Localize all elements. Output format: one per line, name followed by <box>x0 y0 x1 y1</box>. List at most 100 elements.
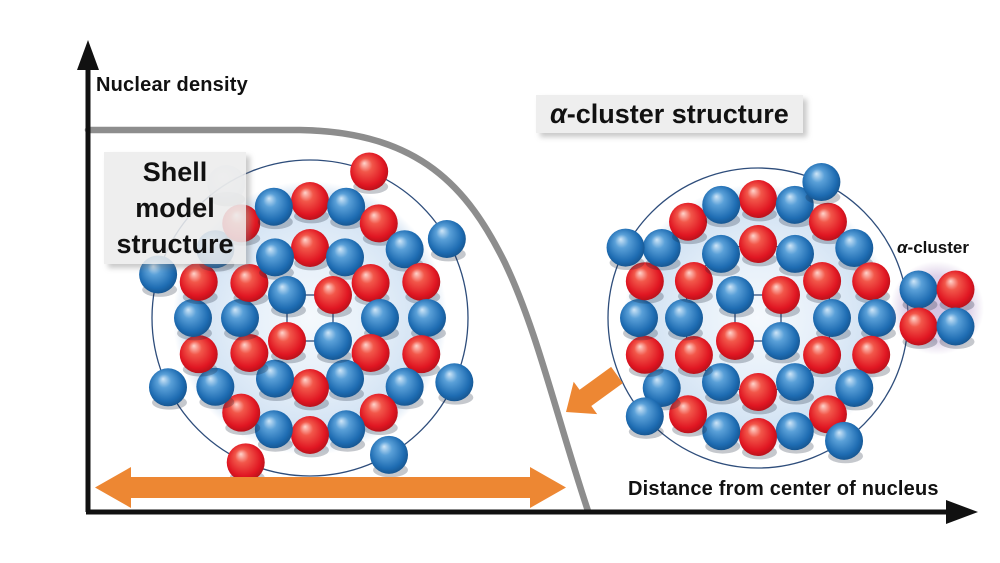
core-square <box>734 294 782 342</box>
shell-model-nucleus <box>139 152 474 485</box>
proton-sphere <box>359 204 398 243</box>
proton-sphere <box>291 182 329 220</box>
neutron-sphere <box>370 435 408 474</box>
neutron-sphere <box>385 367 424 406</box>
proton-sphere <box>803 336 842 374</box>
neutron-sphere <box>327 410 366 449</box>
proton-sphere <box>351 264 390 302</box>
y-axis-label: Nuclear density <box>96 74 248 96</box>
neutron-sphere <box>775 412 814 451</box>
neutron-sphere <box>665 299 703 337</box>
neutron-sphere <box>802 163 841 202</box>
proton-sphere <box>230 334 269 372</box>
neutron-sphere <box>361 299 399 337</box>
alpha-cluster-structure-label: α-cluster structure <box>536 95 803 133</box>
proton-sphere <box>852 335 891 374</box>
proton-sphere <box>739 418 777 456</box>
neutron-sphere <box>427 220 466 258</box>
proton-sphere <box>359 393 398 432</box>
neutron-sphere <box>314 322 352 360</box>
proton-sphere <box>762 276 800 314</box>
neutron-sphere <box>326 238 364 277</box>
neutron-sphere <box>936 307 975 346</box>
proton-sphere <box>625 262 664 301</box>
neutron-sphere <box>326 359 364 398</box>
neutron-sphere <box>254 187 293 226</box>
neutron-sphere <box>221 299 259 337</box>
neutron-sphere <box>642 368 681 407</box>
neutron-sphere <box>813 299 851 337</box>
proton-sphere <box>899 307 938 346</box>
proton-sphere <box>402 262 441 301</box>
transition-arrow <box>566 366 623 415</box>
proton-sphere <box>739 225 777 263</box>
density-curve <box>84 126 592 515</box>
proton-sphere <box>716 322 754 360</box>
neutron-sphere <box>702 412 741 451</box>
neutron-sphere <box>435 363 474 402</box>
proton-sphere <box>803 262 842 300</box>
proton-sphere <box>669 202 708 241</box>
neutron-sphere <box>835 229 874 268</box>
x-axis-arrowhead <box>946 500 978 524</box>
neutron-sphere <box>327 187 366 226</box>
proton-sphere <box>674 262 713 300</box>
neutron-sphere <box>625 397 664 436</box>
x-axis-label: Distance from center of nucleus <box>628 478 939 500</box>
neutron-sphere <box>835 368 874 407</box>
core-square <box>286 294 334 342</box>
shell-label-line-3: structure <box>116 229 234 259</box>
shell-label-line-1: Shell <box>142 157 208 187</box>
neutron-sphere <box>775 185 814 224</box>
proton-sphere <box>226 443 265 482</box>
neutron-sphere <box>702 234 740 273</box>
proton-sphere <box>230 264 269 302</box>
neutron-sphere <box>256 359 294 398</box>
shell-model-structure-label: Shell model structure <box>104 152 246 264</box>
proton-sphere <box>669 395 708 434</box>
neutron-sphere <box>254 410 293 449</box>
neutron-sphere <box>642 229 681 268</box>
neutron-sphere <box>702 185 741 224</box>
neutron-sphere <box>776 234 814 273</box>
alpha-cluster-label: α-cluster <box>897 238 969 258</box>
proton-sphere <box>291 229 329 267</box>
neutron-sphere <box>174 299 212 337</box>
neutron-sphere <box>620 299 658 337</box>
neutron-sphere <box>385 230 424 269</box>
proton-sphere <box>936 270 975 309</box>
neutron-sphere <box>825 421 864 460</box>
proton-sphere <box>739 373 777 411</box>
neutron-sphere <box>858 299 896 337</box>
proton-sphere <box>179 262 218 301</box>
proton-sphere <box>268 322 306 360</box>
alpha-structure-label-text: -cluster structure <box>566 99 789 129</box>
neutron-sphere <box>268 276 306 314</box>
alpha-cluster-nucleus <box>606 163 984 469</box>
proton-sphere <box>314 276 352 314</box>
proton-sphere <box>808 202 847 241</box>
proton-sphere <box>674 336 713 374</box>
y-axis-arrowhead <box>77 40 99 70</box>
neutron-sphere <box>762 322 800 360</box>
orbit-circle <box>151 159 469 477</box>
proton-sphere <box>852 262 891 301</box>
proton-sphere <box>350 152 389 191</box>
proton-sphere <box>291 369 329 407</box>
neutron-sphere <box>776 363 814 402</box>
neutron-sphere <box>716 276 754 314</box>
proton-sphere <box>739 180 777 218</box>
neutron-sphere <box>408 299 446 337</box>
proton-sphere <box>625 335 664 374</box>
neutron-sphere <box>256 238 294 277</box>
alpha-symbol: α <box>550 99 567 129</box>
proton-sphere <box>351 334 390 372</box>
neutron-sphere <box>702 363 740 402</box>
neutron-sphere <box>899 270 938 309</box>
neutron-sphere <box>606 228 645 267</box>
proton-sphere <box>222 393 261 432</box>
neutron-sphere <box>148 368 187 407</box>
neutron-sphere <box>139 255 178 294</box>
